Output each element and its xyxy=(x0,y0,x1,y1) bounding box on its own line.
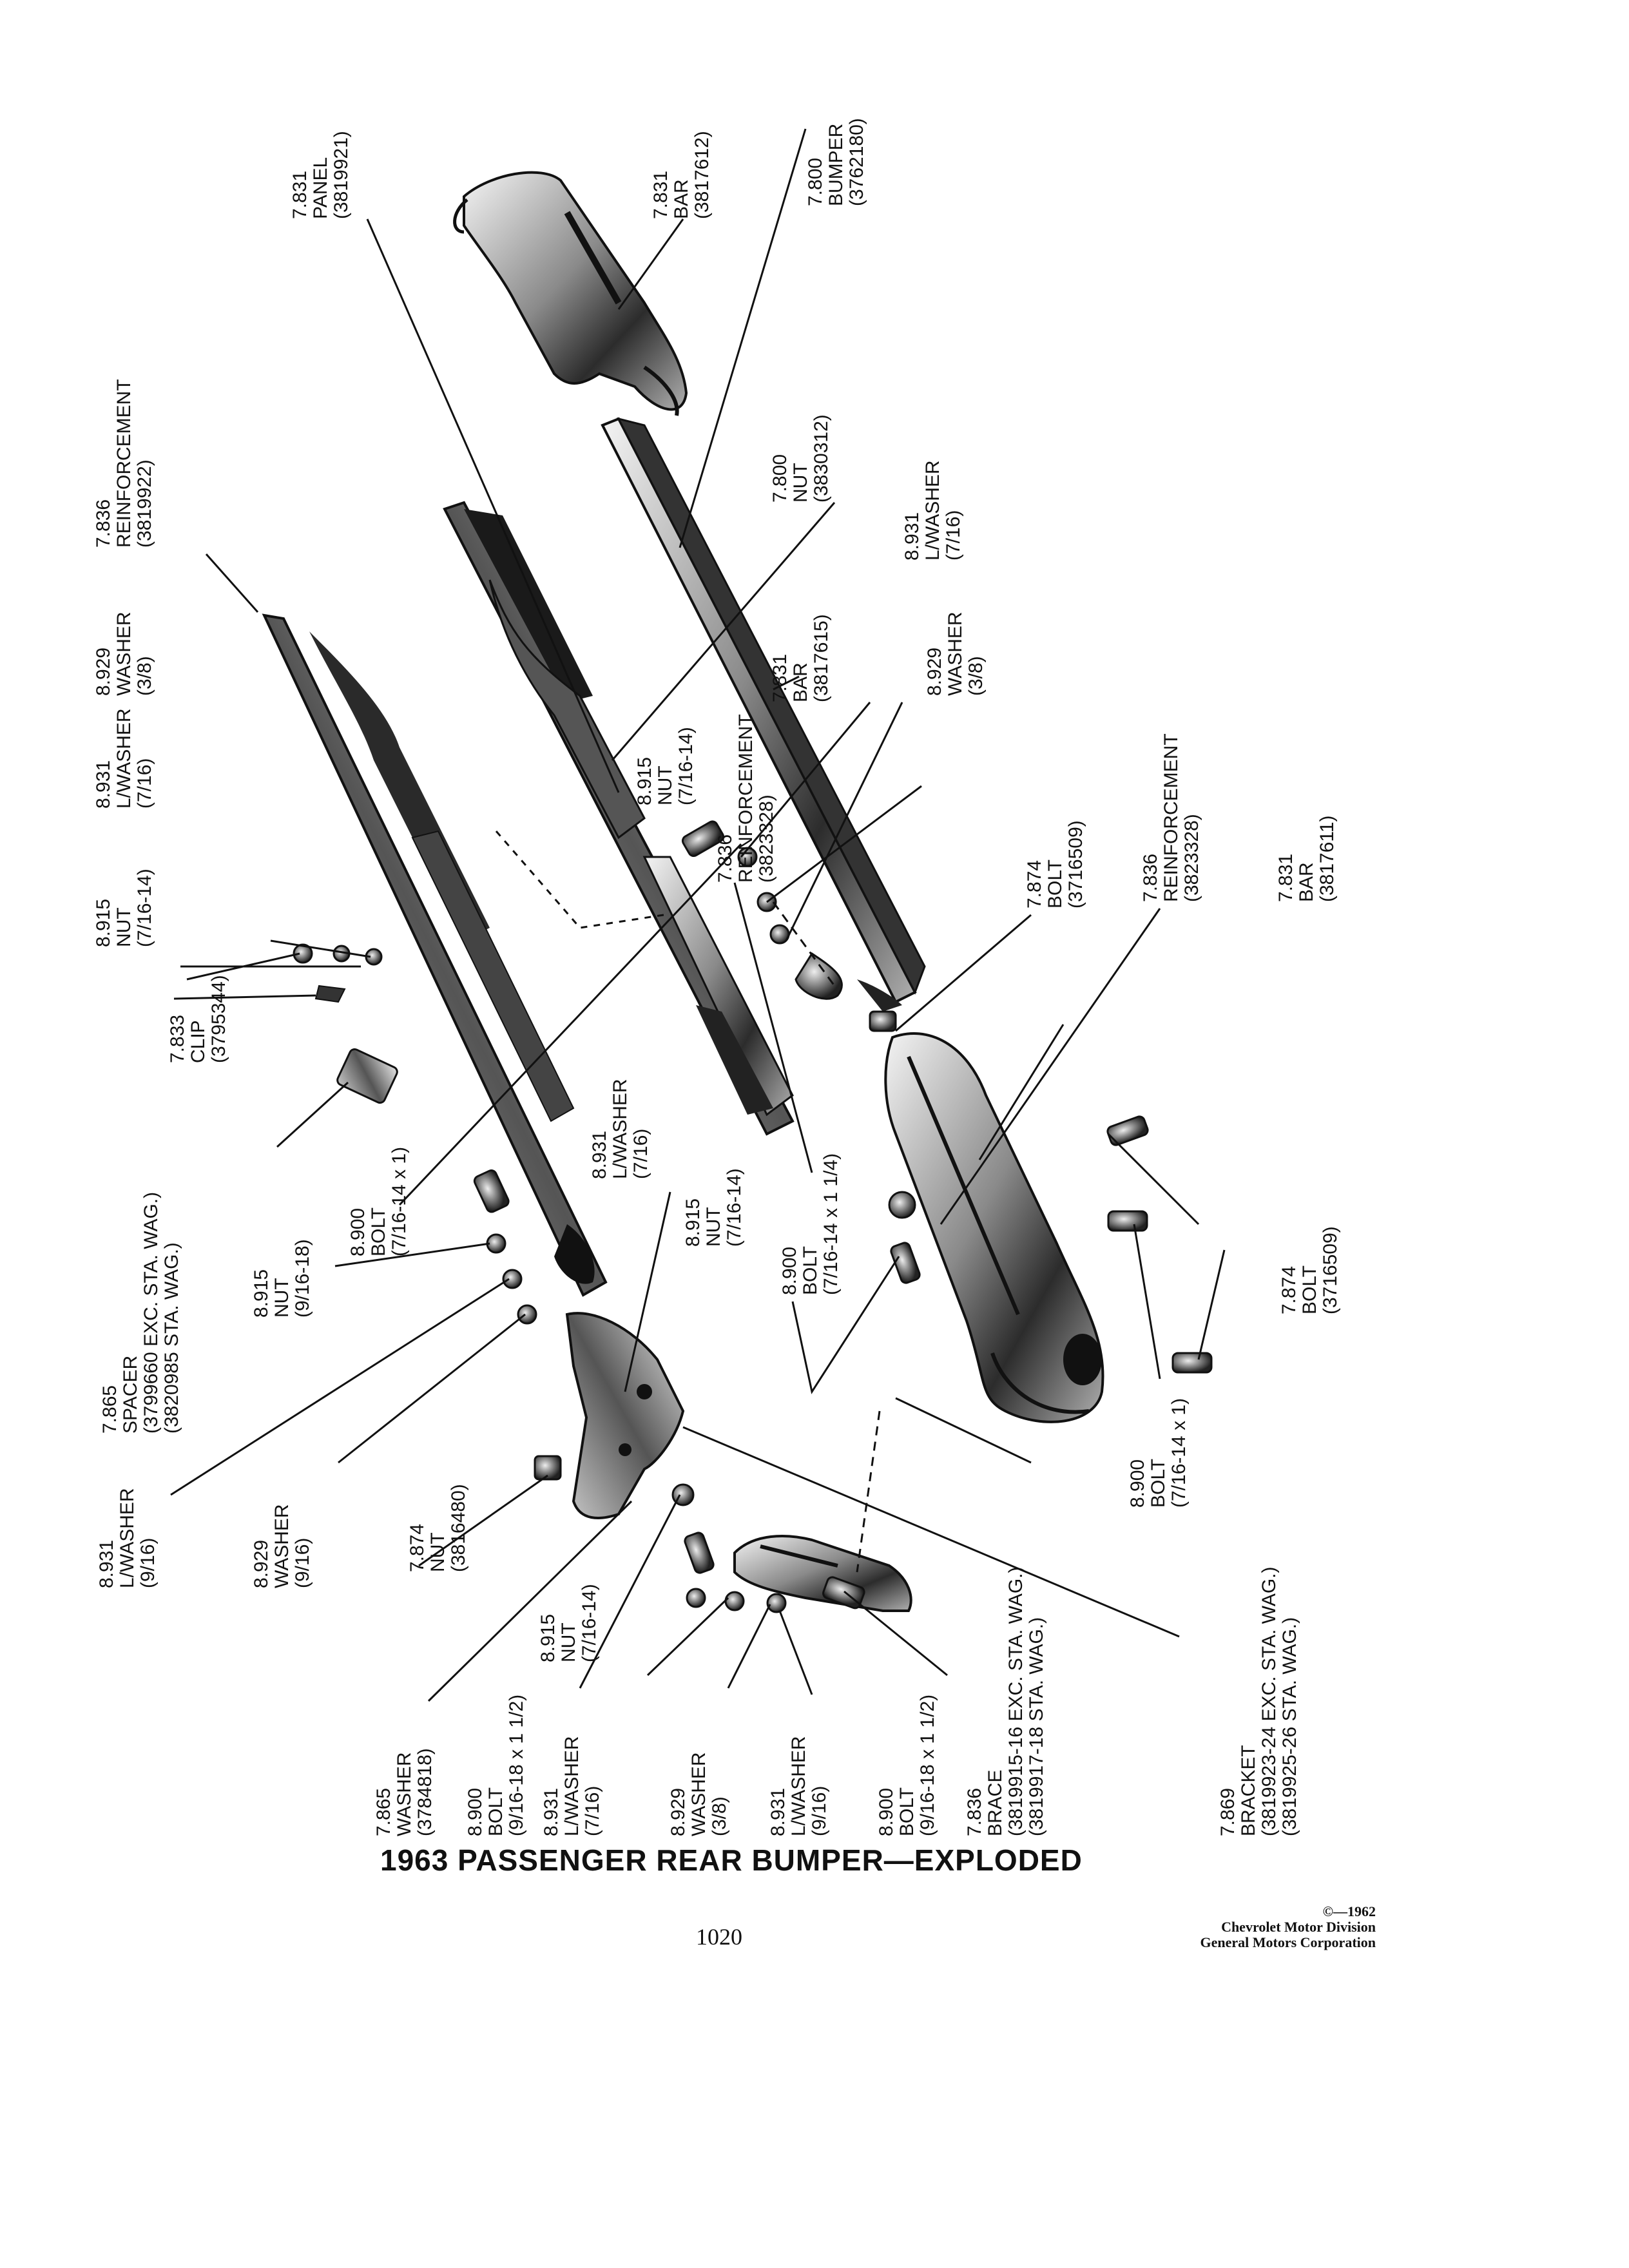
reinforcement-thin xyxy=(262,613,608,1297)
page-number: 1020 xyxy=(696,1924,742,1950)
copyright-notice: ©—1962 Chevrolet Motor Division General … xyxy=(1200,1903,1376,1950)
hardware xyxy=(293,820,1213,1613)
page-title: 1963 PASSENGER REAR BUMPER—EXPLODED xyxy=(380,1843,1083,1877)
exploded-bumper-diagram xyxy=(170,128,1226,1702)
bar-middle xyxy=(601,417,926,1012)
bar-end-lower-left xyxy=(884,1032,1104,1423)
bracket xyxy=(565,1312,685,1519)
leader-lines xyxy=(170,128,1226,1702)
reinforcement-panel xyxy=(443,501,795,1136)
bar-end-upper-right xyxy=(453,171,688,416)
brace xyxy=(733,1535,912,1612)
